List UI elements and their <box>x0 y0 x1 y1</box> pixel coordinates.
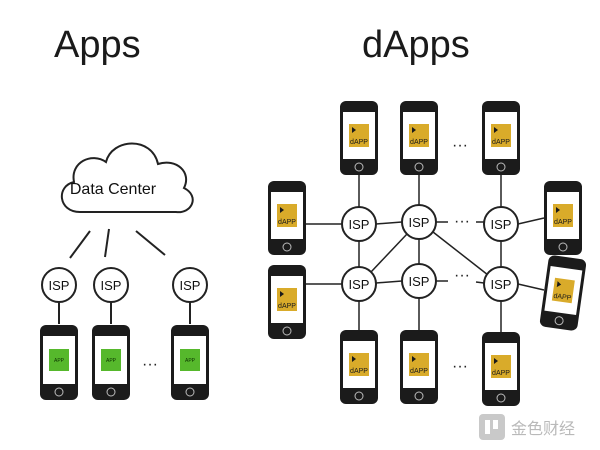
dapp-phone: dAPP <box>268 265 306 339</box>
dapp-label: dAPP <box>278 303 296 310</box>
app-label: APP <box>106 358 117 364</box>
ellipsis: ··· <box>454 267 470 284</box>
isp-node: ISP <box>341 266 377 302</box>
dapp-label: dAPP <box>278 219 296 226</box>
dapp-phone: dAPP <box>539 255 587 331</box>
app-label: APP <box>54 358 65 364</box>
app-label: APP <box>185 358 196 364</box>
dapp-phone: dAPP <box>400 330 438 404</box>
app-phone: APP <box>40 325 78 400</box>
link-line <box>69 230 91 259</box>
isp-node: ISP <box>483 206 519 242</box>
app-phone: APP <box>171 325 209 400</box>
app-icon <box>49 349 69 371</box>
isp-label: ISP <box>180 278 201 293</box>
dapp-label: dAPP <box>553 293 572 302</box>
isp-label: ISP <box>409 215 430 230</box>
isp-label: ISP <box>491 277 512 292</box>
watermark: 金色财经 <box>479 414 575 440</box>
isp-node: ISP <box>172 267 208 303</box>
app-phone: APP <box>92 325 130 400</box>
dapp-phone: dAPP <box>482 332 520 406</box>
ellipsis: ··· <box>452 358 468 375</box>
link-line <box>517 217 545 225</box>
isp-node: ISP <box>401 263 437 299</box>
watermark-text: 金色财经 <box>511 419 575 438</box>
link-line <box>375 280 403 284</box>
app-icon <box>101 349 121 371</box>
dapp-label: dAPP <box>350 139 368 146</box>
link-line <box>432 231 489 276</box>
isp-node: ISP <box>41 267 77 303</box>
link-line <box>475 281 485 284</box>
isp-label: ISP <box>101 278 122 293</box>
cloud-isp-links <box>58 228 191 324</box>
watermark-logo-icon <box>479 414 505 440</box>
dapp-phone: dAPP <box>340 330 378 404</box>
dapp-label: dAPP <box>410 139 428 146</box>
dapp-label: dAPP <box>492 139 510 146</box>
apps-title: Apps <box>54 24 141 66</box>
link-line <box>104 228 110 258</box>
dapp-phone: dAPP <box>340 101 378 175</box>
dapp-phone: dAPP <box>268 181 306 255</box>
dapp-phone: dAPP <box>544 181 582 255</box>
isp-node: ISP <box>401 204 437 240</box>
ellipsis: ··· <box>142 356 158 373</box>
dapps-title: dApps <box>362 24 470 66</box>
ellipsis: ··· <box>454 213 470 230</box>
link-line <box>517 283 545 291</box>
dapp-label: dAPP <box>350 368 368 375</box>
isp-node: ISP <box>341 206 377 242</box>
cloud-icon <box>60 142 194 214</box>
dapp-label: dAPP <box>410 368 428 375</box>
dapp-phone: dAPP <box>400 101 438 175</box>
link-line <box>135 230 166 256</box>
isp-label: ISP <box>409 274 430 289</box>
isp-node: ISP <box>93 267 129 303</box>
isp-label: ISP <box>491 217 512 232</box>
isp-label: ISP <box>49 278 70 293</box>
link-line <box>370 233 408 273</box>
dapp-network-links <box>306 175 545 332</box>
data-center-label: Data Center <box>70 181 157 198</box>
isp-node: ISP <box>483 266 519 302</box>
dapp-label: dAPP <box>492 370 510 377</box>
isp-label: ISP <box>349 217 370 232</box>
app-icon <box>180 349 200 371</box>
ellipsis: ··· <box>452 137 468 154</box>
dapp-label: dAPP <box>554 219 572 226</box>
isp-label: ISP <box>349 277 370 292</box>
data-center-cloud: Data Center <box>60 142 194 214</box>
dapp-phone: dAPP <box>482 101 520 175</box>
link-line <box>375 221 403 225</box>
